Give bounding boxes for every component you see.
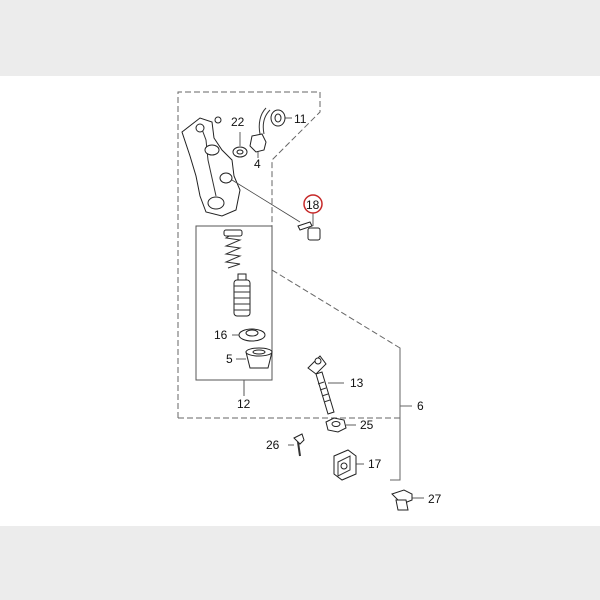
callout-4: 4 — [254, 157, 261, 171]
callout-25: 25 — [360, 418, 374, 432]
callout-11: 11 — [294, 112, 307, 126]
part-25-nut — [325, 417, 356, 433]
part-16-washer — [232, 328, 266, 342]
part-18-bolt — [297, 213, 321, 241]
part-13-pushrod — [307, 355, 344, 415]
diagram-panel — [0, 76, 600, 526]
callout-26: 26 — [266, 438, 280, 452]
part-17-clevis — [333, 449, 364, 481]
callout-17: 17 — [368, 457, 382, 471]
callout-5: 5 — [226, 352, 233, 366]
cylinder-body — [181, 116, 301, 223]
spring — [223, 229, 243, 269]
callout-6: 6 — [417, 399, 424, 413]
part-27-clip — [391, 489, 424, 511]
piston — [233, 273, 251, 317]
part-4-fitting — [249, 107, 271, 158]
callout-12: 12 — [237, 397, 251, 411]
callout-13: 13 — [350, 376, 364, 390]
bracket-6 — [390, 348, 401, 481]
subassembly-box — [195, 225, 273, 381]
callout-27: 27 — [428, 492, 442, 506]
part-5-boot — [236, 347, 273, 369]
leader-body-18 — [231, 179, 301, 223]
part-22-washer — [232, 132, 248, 158]
callout-18: 18 — [306, 198, 320, 212]
part-11-seal — [270, 109, 292, 127]
highlight-circle-18 — [303, 194, 323, 214]
callout-16: 16 — [214, 328, 228, 342]
part-26-pin — [288, 433, 305, 457]
callout-22: 22 — [231, 115, 245, 129]
